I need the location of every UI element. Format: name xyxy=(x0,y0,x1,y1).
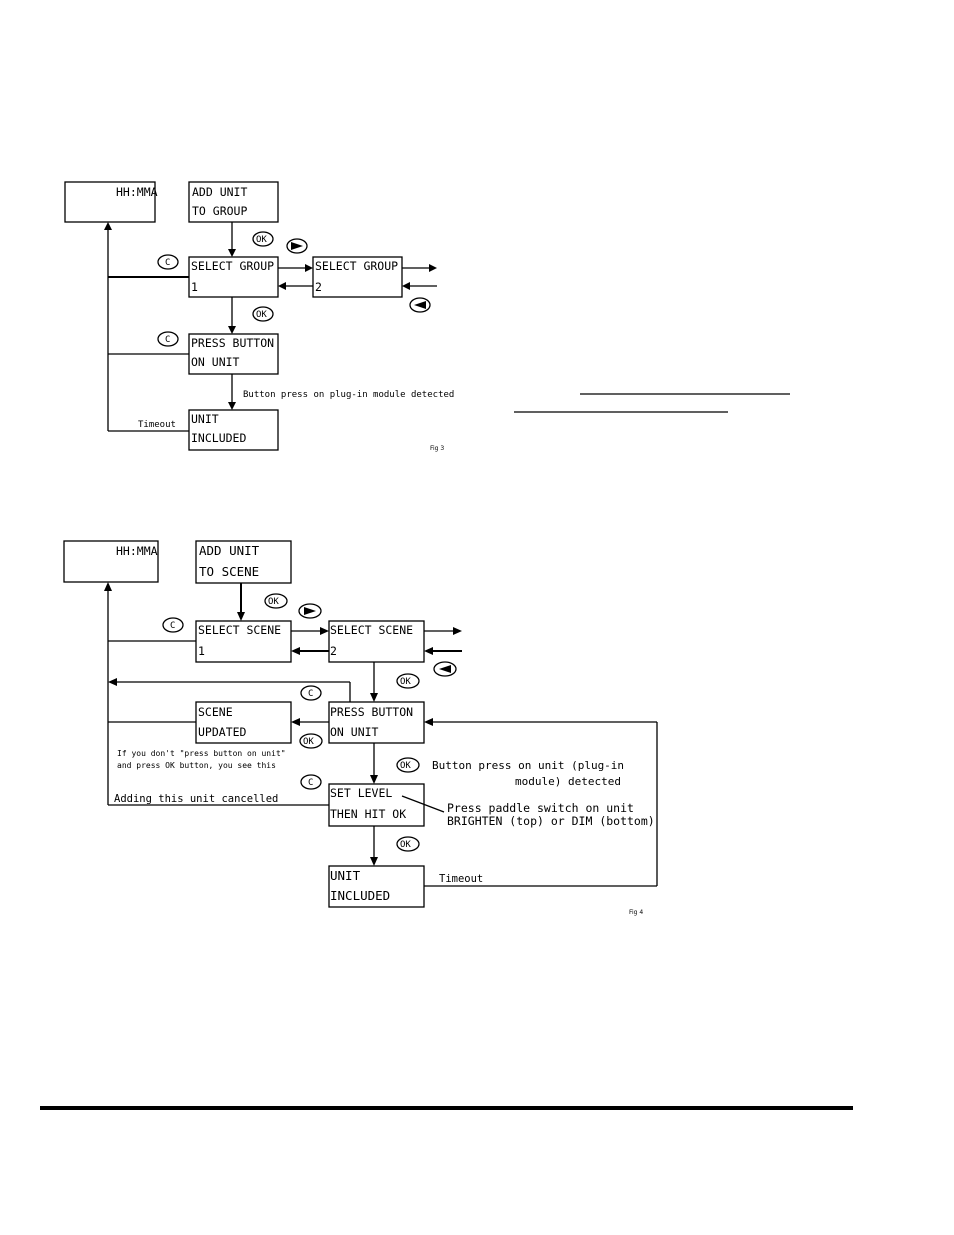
fig4-set-level-line1: SET LEVEL xyxy=(330,786,392,800)
fig3-select-group-2-line1: SELECT GROUP xyxy=(315,259,398,273)
fig4-press-button-line1: PRESS BUTTON xyxy=(330,705,413,719)
fig4-timeout: Timeout xyxy=(439,873,483,885)
fig4-note-detected-line2: module) detected xyxy=(515,775,621,788)
fig3-label: Fig 3 xyxy=(430,445,444,452)
svg-text:OK: OK xyxy=(400,761,411,771)
fig4-scene-updated-line2: UPDATED xyxy=(198,725,247,739)
fig3-clock-box xyxy=(64,181,156,223)
svg-text:C: C xyxy=(165,258,170,268)
svg-text:OK: OK xyxy=(256,310,267,320)
fig4-select-scene-2-line1: SELECT SCENE xyxy=(330,623,413,637)
fig4-set-level-box xyxy=(328,783,425,827)
fig4-unit-included-line2: INCLUDED xyxy=(330,888,390,903)
fig3-add-unit-line1: ADD UNIT xyxy=(192,185,247,199)
fig3-press-button-line1: PRESS BUTTON xyxy=(191,336,274,350)
fig4-clock-text: HH:MMA xyxy=(116,544,158,558)
fig3-select-group-1-line1: SELECT GROUP xyxy=(191,259,274,273)
page-footer-rule xyxy=(40,1106,853,1110)
fig3-unit-included-line2: INCLUDED xyxy=(191,431,246,445)
fig4-note-cancel: Adding this unit cancelled xyxy=(114,793,278,805)
fig3-select-group-1-box xyxy=(188,256,279,298)
fig4-note-paddle-line2: BRIGHTEN (top) or DIM (bottom) xyxy=(447,814,655,828)
fig4-unit-included-line1: UNIT xyxy=(330,868,361,883)
fig4-scene-updated-line1: SCENE xyxy=(198,705,233,719)
fig3-ok-key-2: OK xyxy=(252,306,274,322)
fig4-add-unit-box xyxy=(195,540,292,584)
fig4-select-scene-2-line2: 2 xyxy=(330,644,337,658)
fig3-connectors xyxy=(104,222,437,432)
fig4-note-no-press-line2: and press OK button, you see this xyxy=(117,761,276,770)
fig3-add-unit-line2: TO GROUP xyxy=(192,204,247,218)
fig4-label: Fig 4 xyxy=(629,909,643,916)
fig4-note-paddle-line1: Press paddle switch on unit xyxy=(447,801,634,815)
svg-text:OK: OK xyxy=(268,597,279,607)
fig4-add-unit-line2: TO SCENE xyxy=(199,564,259,579)
svg-text:C: C xyxy=(308,689,313,699)
right-arrow-icon xyxy=(298,603,322,619)
fig4-add-unit-line1: ADD UNIT xyxy=(199,543,260,558)
fig4-unit-included-box xyxy=(328,865,425,908)
fig4-ok-key-1: OK xyxy=(264,593,288,609)
fig4-ok-key-4: OK xyxy=(396,757,420,773)
fig4-ok-key-5: OK xyxy=(396,836,420,852)
fig4-select-scene-2-box xyxy=(328,620,425,663)
fig4-set-level-line2: THEN HIT OK xyxy=(330,807,406,821)
fig3-cancel-key-1: C xyxy=(157,254,179,270)
fig3-note-detected: Button press on plug-in module detected xyxy=(243,390,454,400)
svg-text:C: C xyxy=(308,778,313,788)
fig3-unit-included-line1: UNIT xyxy=(191,412,219,426)
figure-4: HH:MMA ADD UNIT TO SCENE SELECT SCENE 1 … xyxy=(63,540,658,916)
svg-text:C: C xyxy=(170,621,175,631)
fig4-note-no-press-line1: If you don't "press button on unit" xyxy=(117,749,286,758)
fig3-press-button-line2: ON UNIT xyxy=(191,355,240,369)
svg-text:OK: OK xyxy=(400,677,411,687)
right-arrow-icon xyxy=(286,238,308,254)
svg-text:C: C xyxy=(165,335,170,345)
svg-text:OK: OK xyxy=(303,737,314,747)
fig3-cancel-key-2: C xyxy=(157,331,179,347)
fig3-select-group-2-box xyxy=(312,256,403,298)
fig3-clock-text: HH:MMA xyxy=(116,185,158,199)
fig4-select-scene-1-box xyxy=(195,620,292,663)
fig4-ok-key-3: OK xyxy=(299,733,323,749)
fig3-unit-included-box xyxy=(188,409,279,451)
fig4-cancel-key-1: C xyxy=(162,617,184,633)
figure-3: HH:MMA ADD UNIT TO GROUP SELECT GROUP 1 … xyxy=(64,181,790,452)
fig3-press-button-box xyxy=(188,333,279,375)
fig3-select-group-1-line2: 1 xyxy=(191,280,198,294)
fig3-add-unit-box xyxy=(188,181,279,223)
fig3-timeout: Timeout xyxy=(138,420,176,430)
fig4-press-button-line2: ON UNIT xyxy=(330,725,379,739)
left-arrow-icon xyxy=(409,297,431,313)
fig4-select-scene-1-line1: SELECT SCENE xyxy=(198,623,281,637)
left-arrow-icon xyxy=(433,661,457,677)
fig4-cancel-key-3: C xyxy=(300,774,322,790)
fig4-cancel-key-2: C xyxy=(300,685,322,701)
svg-text:OK: OK xyxy=(256,235,267,245)
fig4-ok-key-2: OK xyxy=(396,673,420,689)
fig3-select-group-2-line2: 2 xyxy=(315,280,322,294)
fig4-connectors xyxy=(104,582,658,887)
svg-text:OK: OK xyxy=(400,840,411,850)
fig3-ok-key-1: OK xyxy=(252,231,274,247)
fig4-select-scene-1-line2: 1 xyxy=(198,644,205,658)
fig4-note-detected-line1: Button press on unit (plug-in xyxy=(432,759,624,772)
fig4-clock-box xyxy=(63,540,159,583)
